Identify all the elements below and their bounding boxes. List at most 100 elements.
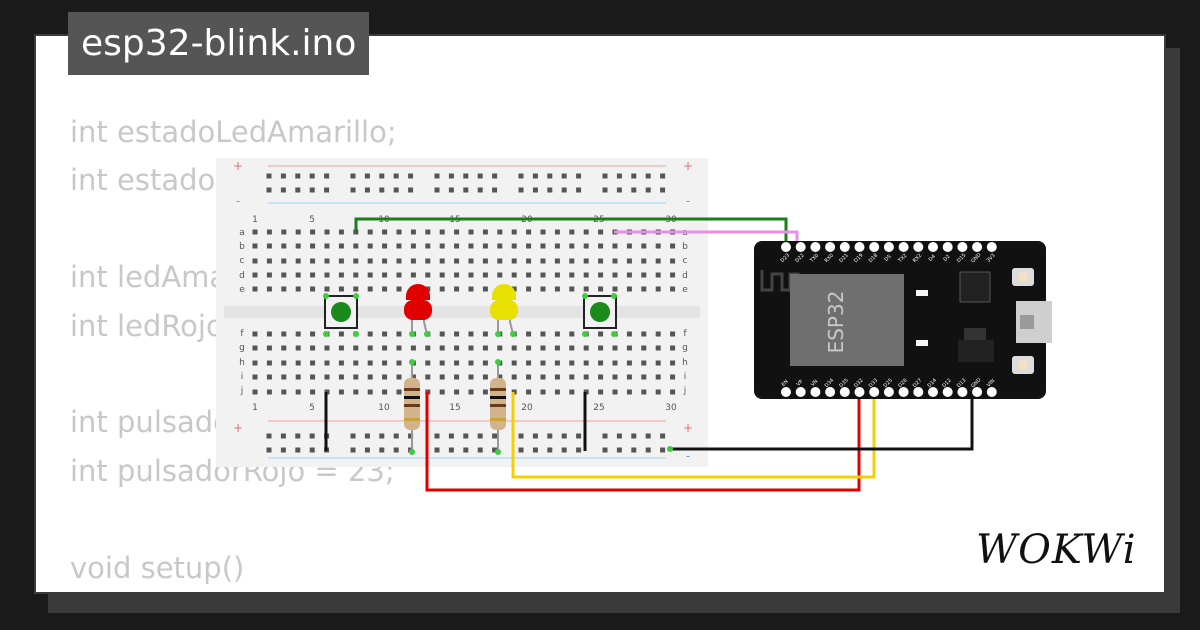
esp32-pin[interactable]: [825, 387, 836, 397]
breadboard-hole: [266, 229, 272, 235]
rail-hole: [561, 433, 567, 439]
breadboard-hole: [497, 374, 503, 380]
breadboard-hole: [396, 360, 402, 366]
esp32-pin[interactable]: [795, 387, 806, 397]
esp32-pin[interactable]: [913, 387, 924, 397]
breadboard-hole: [338, 389, 344, 395]
row-letter: b: [239, 242, 245, 252]
esp32-module-shield: [790, 274, 904, 366]
esp32-pin[interactable]: [781, 387, 791, 397]
led-red[interactable]: [404, 284, 432, 335]
esp32-pin[interactable]: [781, 242, 791, 252]
esp32-pin-label: D18: [868, 253, 879, 264]
rail-hole: [602, 173, 608, 179]
pushbutton-green-right[interactable]: [583, 295, 617, 329]
smd-led: [916, 290, 928, 296]
breadboard-hole: [569, 243, 575, 249]
breadboard-hole: [569, 374, 575, 380]
esp32-pin[interactable]: [972, 242, 983, 252]
breadboard-hole: [439, 229, 445, 235]
rail-hole: [645, 447, 651, 453]
esp32-pin[interactable]: [942, 387, 953, 397]
breadboard-hole: [454, 360, 460, 366]
column-number: 15: [449, 403, 460, 413]
esp32-pin-label: D13: [956, 378, 967, 389]
breadboard-hole: [410, 258, 416, 264]
breadboard-hole: [382, 243, 388, 249]
rail-hole: [295, 447, 301, 453]
en-button-cap: [1018, 360, 1028, 370]
breadboard[interactable]: + + + + - - - 1 5 10 15 20 25 30 1 5 10 …: [216, 158, 708, 467]
esp32-pin[interactable]: [986, 387, 997, 397]
esp32-pin-label: D27: [912, 378, 923, 389]
breadboard-hole: [511, 229, 517, 235]
breadboard-hole: [655, 243, 661, 249]
esp32-pin[interactable]: [854, 242, 865, 252]
esp32-pin[interactable]: [883, 387, 894, 397]
breadboard-hole: [425, 360, 431, 366]
esp32-pin[interactable]: [795, 242, 806, 252]
row-letter: f: [683, 329, 687, 339]
breadboard-hole: [396, 243, 402, 249]
connection-dot: [353, 331, 359, 337]
breadboard-hole: [310, 389, 316, 395]
connection-dot: [323, 331, 329, 337]
esp32-pin[interactable]: [898, 242, 909, 252]
breadboard-hole: [612, 243, 618, 249]
breadboard-hole: [612, 345, 618, 351]
esp32-pin[interactable]: [913, 242, 924, 252]
breadboard-hole: [382, 286, 388, 292]
resistor-1[interactable]: [404, 362, 420, 452]
breadboard-hole: [626, 258, 632, 264]
esp32-pin[interactable]: [898, 387, 909, 397]
breadboard-hole: [396, 286, 402, 292]
breadboard-hole: [367, 243, 373, 249]
esp32-pin[interactable]: [810, 242, 821, 252]
breadboard-hole: [641, 360, 647, 366]
esp32-pin[interactable]: [928, 387, 938, 397]
breadboard-hole: [670, 258, 676, 264]
breadboard-hole: [439, 286, 445, 292]
resistor-band: [404, 388, 420, 391]
breadboard-hole: [454, 258, 460, 264]
esp32-pin[interactable]: [942, 242, 953, 252]
esp32-pin-label: EN: [781, 379, 790, 388]
esp32-pin[interactable]: [869, 242, 880, 252]
esp32-pin[interactable]: [883, 242, 894, 252]
rail-hole: [408, 173, 414, 179]
led-yellow[interactable]: [490, 284, 518, 335]
breadboard-hole: [468, 258, 474, 264]
esp32-pin[interactable]: [957, 242, 968, 252]
esp32-pin[interactable]: [869, 387, 880, 397]
row-letter: h: [239, 358, 245, 368]
breadboard-hole: [497, 229, 503, 235]
breadboard-hole: [583, 360, 589, 366]
esp32-pin[interactable]: [810, 387, 821, 397]
esp32-pin[interactable]: [825, 242, 836, 252]
row-letter: d: [682, 271, 688, 281]
breadboard-hole: [295, 243, 301, 249]
esp32-pin[interactable]: [839, 242, 850, 252]
rail-hole: [518, 433, 524, 439]
esp32-pin[interactable]: [986, 242, 997, 252]
esp32-pin[interactable]: [957, 387, 968, 397]
rail-hole: [532, 447, 538, 453]
file-tab[interactable]: esp32-blink.ino: [68, 12, 370, 75]
breadboard-hole: [554, 272, 560, 278]
rail-hole: [576, 433, 582, 439]
rail-hole: [561, 173, 567, 179]
breadboard-hole: [338, 258, 344, 264]
esp32-pin[interactable]: [928, 242, 938, 252]
breadboard-hole: [598, 374, 604, 380]
rail-hole: [448, 187, 454, 193]
pushbutton-green-left[interactable]: [324, 295, 358, 329]
breadboard-hole: [641, 331, 647, 337]
esp32-pin[interactable]: [972, 387, 983, 397]
resistor-2[interactable]: [490, 362, 506, 452]
breadboard-hole: [410, 345, 416, 351]
esp32-pin[interactable]: [839, 387, 850, 397]
breadboard-hole: [655, 360, 661, 366]
breadboard-hole: [396, 374, 402, 380]
esp32-pin[interactable]: [854, 387, 865, 397]
